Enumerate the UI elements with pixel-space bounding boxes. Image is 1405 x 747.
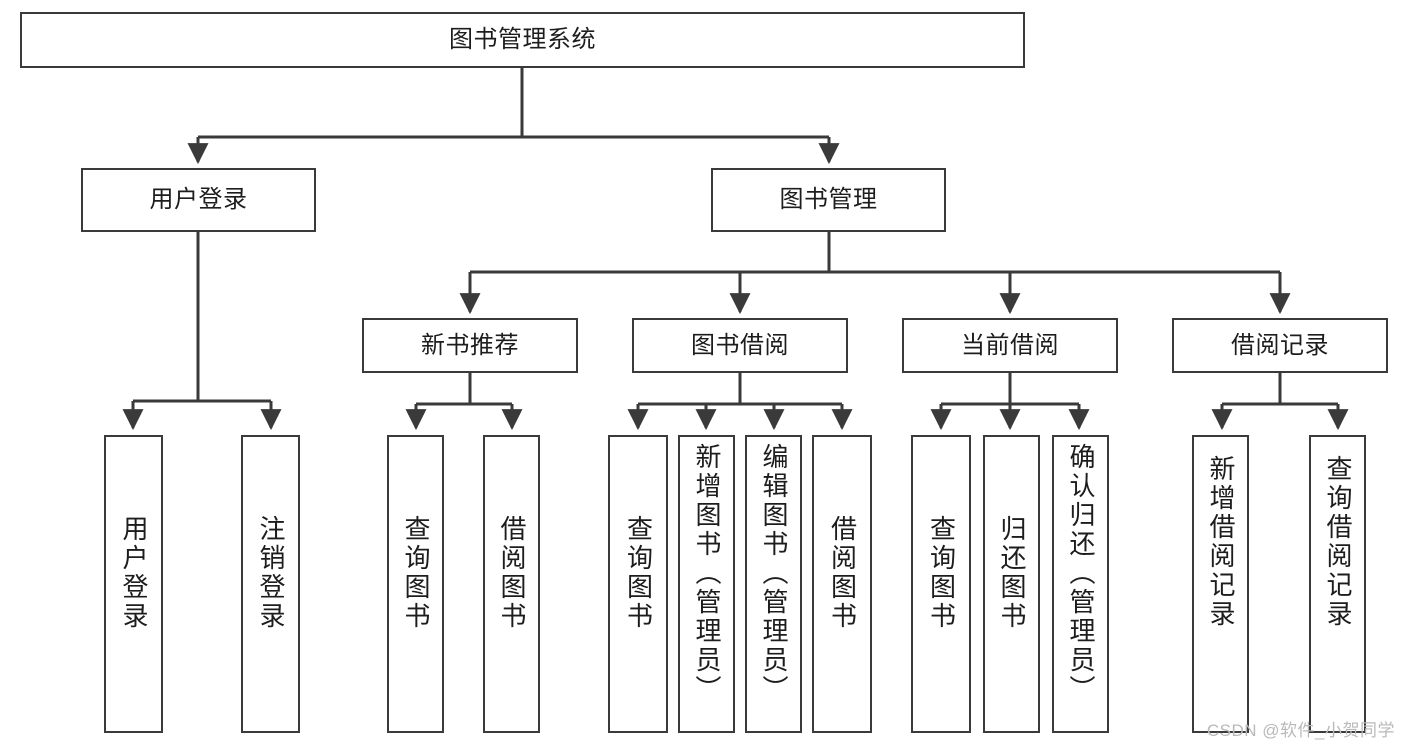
node-label: 借阅图书	[827, 515, 858, 631]
node-label: 确认归还（管理员）	[1066, 443, 1097, 704]
leaf-borrow-record-add[interactable]: 新增借阅记录	[1192, 435, 1249, 733]
node-label: 新书推荐	[421, 331, 519, 359]
node-label: 查询图书	[926, 515, 957, 631]
leaf-current-borrow-confirm[interactable]: 确认归还（管理员）	[1052, 435, 1109, 733]
leaf-book-borrow-edit[interactable]: 编辑图书（管理员）	[745, 435, 802, 733]
leaf-book-borrow-add[interactable]: 新增图书（管理员）	[678, 435, 735, 733]
node-label: 用户登录	[119, 515, 150, 631]
node-label: 用户登录	[149, 186, 248, 213]
node-label: 查询借阅记录	[1323, 455, 1354, 629]
leaf-book-borrow-query[interactable]: 查询图书	[608, 435, 668, 733]
leaf-new-book-query[interactable]: 查询图书	[387, 435, 444, 733]
node-label: 借阅图书	[497, 515, 528, 631]
node-label: 新增图书（管理员）	[692, 443, 723, 704]
node-label: 编辑图书（管理员）	[759, 443, 790, 704]
node-user-login[interactable]: 用户登录	[81, 168, 316, 232]
leaf-book-borrow-borrow[interactable]: 借阅图书	[812, 435, 872, 733]
leaf-current-borrow-query[interactable]: 查询图书	[911, 435, 971, 733]
leaf-borrow-record-query[interactable]: 查询借阅记录	[1309, 435, 1366, 733]
node-label: 图书管理系统	[449, 26, 596, 53]
leaf-user-login-login[interactable]: 用户登录	[104, 435, 163, 733]
node-borrow-record[interactable]: 借阅记录	[1172, 318, 1388, 373]
node-label: 归还图书	[997, 515, 1028, 631]
leaf-user-login-logout[interactable]: 注销登录	[241, 435, 300, 733]
node-label: 借阅记录	[1231, 331, 1329, 359]
node-label: 图书管理	[779, 186, 878, 213]
node-current-borrow[interactable]: 当前借阅	[902, 318, 1118, 373]
csdn-watermark: CSDN @软件_小贺同学	[1206, 721, 1395, 740]
node-book-borrow[interactable]: 图书借阅	[632, 318, 848, 373]
node-root-system[interactable]: 图书管理系统	[20, 12, 1025, 68]
node-label: 查询图书	[623, 515, 654, 631]
leaf-new-book-borrow[interactable]: 借阅图书	[483, 435, 540, 733]
node-label: 新增借阅记录	[1206, 455, 1237, 629]
node-label: 当前借阅	[961, 331, 1059, 359]
leaf-current-borrow-return[interactable]: 归还图书	[983, 435, 1040, 733]
node-book-management[interactable]: 图书管理	[711, 168, 946, 232]
node-new-book-recommend[interactable]: 新书推荐	[362, 318, 578, 373]
node-label: 查询图书	[401, 515, 432, 631]
node-label: 图书借阅	[691, 331, 789, 359]
node-label: 注销登录	[256, 515, 287, 631]
